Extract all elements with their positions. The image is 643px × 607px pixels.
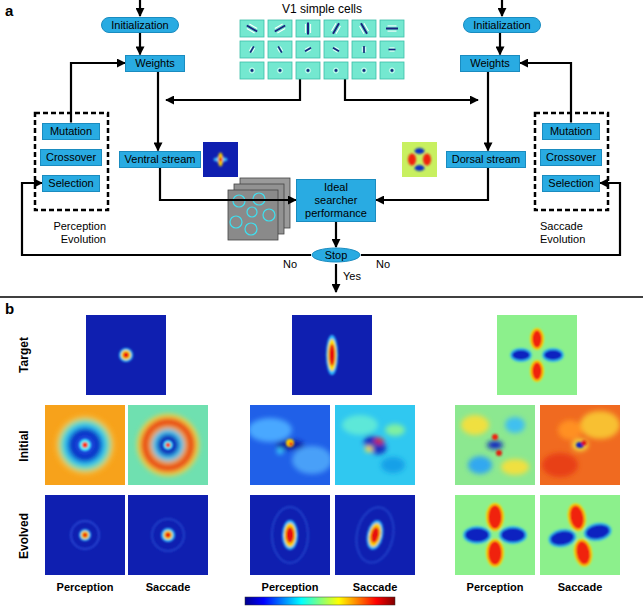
evolved-map [128, 495, 208, 575]
flow-arrow [157, 72, 159, 151]
weights-box: Weights [125, 55, 185, 72]
ellipse-shape [312, 248, 360, 262]
panel-letter: b [5, 300, 14, 317]
dorsal-filter-map [402, 142, 437, 177]
node-text: Mutation [50, 125, 92, 137]
node-text: Initialization [473, 19, 530, 31]
column-label: Perception [262, 581, 319, 594]
evolved-map [455, 495, 535, 575]
section-title: V1 simple cells [282, 3, 362, 16]
node-text: Ideal searcher performance [302, 181, 370, 220]
column-label: Saccade [146, 581, 191, 594]
node-text: Crossover [546, 151, 596, 163]
operator-box: Crossover [540, 149, 602, 166]
edge-label: No [375, 258, 391, 271]
column-label: Saccade [558, 581, 603, 594]
stream-box: Dorsal stream [446, 151, 526, 168]
target-map [497, 315, 577, 395]
flow-arrow [520, 63, 571, 123]
row-label: Target [18, 337, 31, 373]
panel-letter: a [5, 2, 13, 19]
initialization-box: Initialization [463, 17, 541, 33]
node-text: Initialization [111, 19, 168, 31]
flow-arrow [139, 33, 141, 55]
node-text: Ventral stream [125, 153, 196, 165]
stream-box: Ventral stream [119, 151, 202, 168]
flow-arrow [335, 222, 337, 248]
node-text: Stop [325, 249, 348, 261]
weights-box: Weights [460, 55, 520, 72]
initial-map [45, 405, 125, 485]
process-box: Ideal searcher performance [296, 179, 376, 222]
initial-map [540, 405, 620, 485]
flow-arrow [22, 183, 311, 255]
operator-box: Crossover [40, 149, 102, 166]
loop-label: Perception Evolution [48, 220, 106, 246]
node-text: Dorsal stream [452, 153, 520, 165]
search-images [228, 178, 290, 240]
initial-map [128, 405, 208, 485]
flow-arrow [499, 33, 501, 55]
terminal-ellipse: Stop [311, 247, 361, 263]
evolved-map [45, 495, 125, 575]
node-text: Selection [548, 177, 593, 189]
evolved-map [250, 495, 330, 575]
branch-label: Yes [343, 270, 361, 283]
initial-map [455, 405, 535, 485]
operator-box: Selection [542, 175, 600, 192]
column-label: Saccade [353, 581, 398, 594]
edge-label: No [282, 258, 298, 271]
row-label: Initial [18, 430, 31, 461]
column-label: Perception [57, 581, 114, 594]
loop-label: Saccade Evolution [540, 220, 602, 246]
initial-map [248, 405, 332, 485]
operator-box: Mutation [42, 123, 100, 140]
initial-map [335, 405, 415, 485]
evolved-map [540, 495, 620, 575]
target-map [86, 315, 166, 395]
panel-divider [0, 296, 643, 298]
column-label: Perception [467, 581, 524, 594]
operator-box: Selection [42, 175, 100, 192]
flow-arrow [71, 63, 125, 123]
flow-arrow [487, 72, 489, 151]
operator-box: Mutation [542, 123, 600, 140]
ventral-filter-map [203, 142, 238, 177]
node-text: Mutation [550, 125, 592, 137]
target-map [292, 315, 372, 395]
row-label: Evolved [18, 513, 31, 559]
flow-arrow [361, 183, 620, 255]
colorbar [245, 597, 395, 605]
flow-arrow [160, 168, 296, 201]
flow-arrow [376, 168, 488, 201]
evolved-map [335, 495, 415, 575]
node-text: Selection [48, 177, 93, 189]
input-arrows [140, 0, 502, 292]
node-text: Weights [470, 57, 510, 69]
v1-cell-grid [240, 20, 404, 79]
node-text: Weights [135, 57, 175, 69]
node-text: Crossover [46, 151, 96, 163]
initialization-box: Initialization [101, 17, 179, 33]
